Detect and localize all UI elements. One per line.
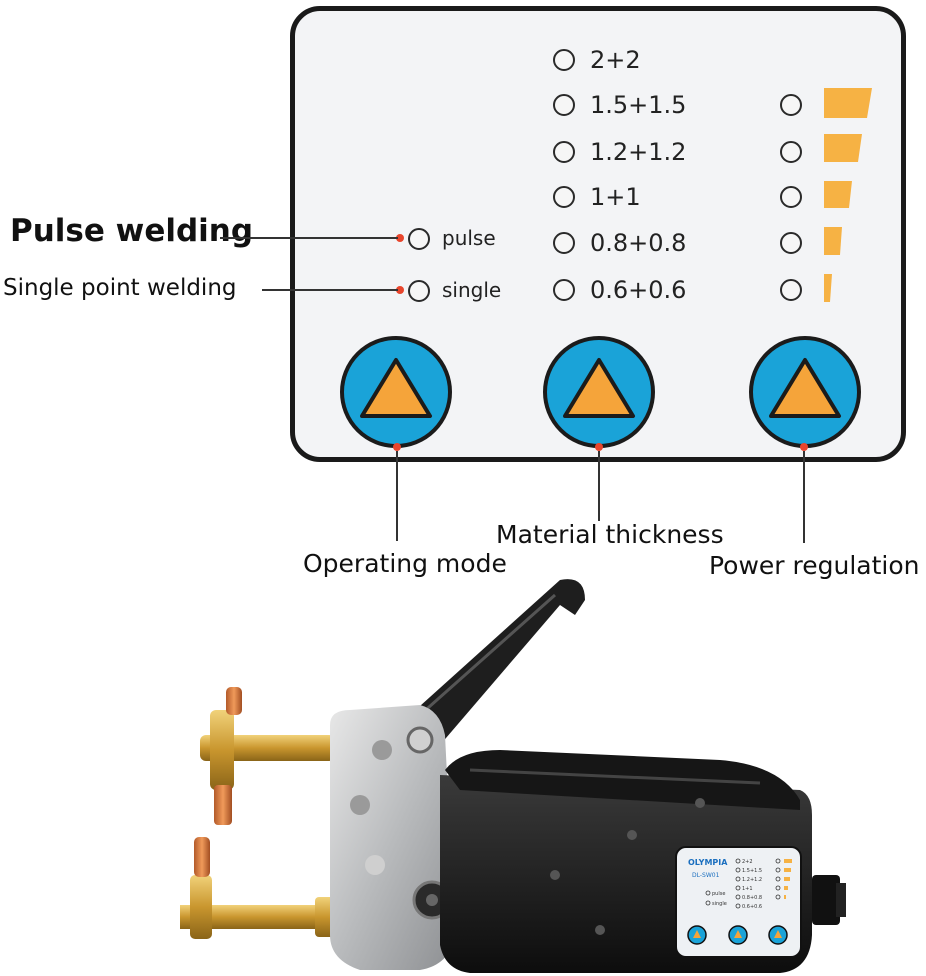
cable-gland: [812, 875, 840, 925]
power-bar-3: [824, 181, 852, 208]
leader-line: [803, 451, 805, 543]
lower-copper-tip: [194, 837, 210, 877]
indicator-dot: [396, 234, 404, 242]
mode-radio-pulse[interactable]: [408, 228, 430, 250]
callout-power-regulation: Power regulation: [709, 551, 920, 580]
indicator-dot: [595, 443, 603, 451]
thickness-radio-0-8[interactable]: [553, 232, 575, 254]
mini-thickness: 1+1: [742, 886, 753, 892]
lever-handle: [410, 579, 585, 745]
power-radio-2[interactable]: [780, 141, 802, 163]
power-radio-3[interactable]: [780, 186, 802, 208]
triangle-up-icon: [360, 358, 432, 418]
mini-mode: pulse: [712, 891, 725, 897]
thickness-label: 0.8+0.8: [590, 229, 687, 257]
upper-copper-tip: [214, 785, 232, 825]
thickness-radio-2-2[interactable]: [553, 49, 575, 71]
callout-single-point-welding: Single point welding: [3, 275, 237, 301]
leader-line: [262, 289, 398, 291]
indicator-dot: [393, 443, 401, 451]
triangle-up-icon: [563, 358, 635, 418]
power-radio-5[interactable]: [780, 279, 802, 301]
thickness-label: 1.2+1.2: [590, 138, 687, 166]
mini-model: DL-SW01: [692, 872, 720, 879]
thickness-radio-1-5[interactable]: [553, 94, 575, 116]
mini-thickness: 0.8+0.8: [742, 895, 762, 901]
triangle-up-icon: [769, 358, 841, 418]
grip-handle: [445, 750, 800, 810]
power-bar-1: [824, 274, 832, 302]
mini-thickness: 0.6+0.6: [742, 904, 762, 910]
indicator-dot: [396, 286, 404, 294]
power-regulation-button[interactable]: [749, 336, 861, 448]
mini-thickness: 2+2: [742, 859, 753, 865]
thickness-radio-1-1[interactable]: [553, 186, 575, 208]
spot-welder-device: OLYMPIA DL-SW01 2+2 1.5+1.5 1.2+1.2 1+1 …: [180, 579, 846, 973]
thickness-label: 0.6+0.6: [590, 276, 687, 304]
leader-line: [220, 237, 398, 239]
power-radio-1[interactable]: [780, 94, 802, 116]
mode-radio-single[interactable]: [408, 280, 430, 302]
indicator-dot: [800, 443, 808, 451]
leader-line: [396, 451, 398, 541]
operating-mode-button[interactable]: [340, 336, 452, 448]
aluminum-housing: [330, 705, 455, 970]
callout-material-thickness: Material thickness: [496, 520, 724, 549]
leader-line: [598, 451, 600, 521]
power-bar-4: [824, 134, 862, 162]
thickness-radio-0-6[interactable]: [553, 279, 575, 301]
mini-mode: single: [712, 901, 727, 907]
mode-label-pulse: pulse: [442, 226, 496, 250]
power-radio-4[interactable]: [780, 232, 802, 254]
thickness-label: 2+2: [590, 46, 641, 74]
power-bar-5: [824, 88, 872, 118]
mode-label-single: single: [442, 278, 502, 302]
thickness-label: 1+1: [590, 183, 641, 211]
callout-pulse-welding: Pulse welding: [10, 213, 254, 249]
mini-control-panel: OLYMPIA DL-SW01 2+2 1.5+1.5 1.2+1.2 1+1 …: [675, 846, 802, 958]
callout-operating-mode: Operating mode: [303, 549, 507, 578]
power-bar-2: [824, 227, 842, 255]
power-level-bars: [824, 88, 872, 302]
material-thickness-button[interactable]: [543, 336, 655, 448]
thickness-label: 1.5+1.5: [590, 91, 687, 119]
mini-thickness: 1.5+1.5: [742, 868, 762, 874]
mini-thickness: 1.2+1.2: [742, 877, 762, 883]
mini-brand: OLYMPIA: [688, 858, 728, 867]
thickness-radio-1-2[interactable]: [553, 141, 575, 163]
